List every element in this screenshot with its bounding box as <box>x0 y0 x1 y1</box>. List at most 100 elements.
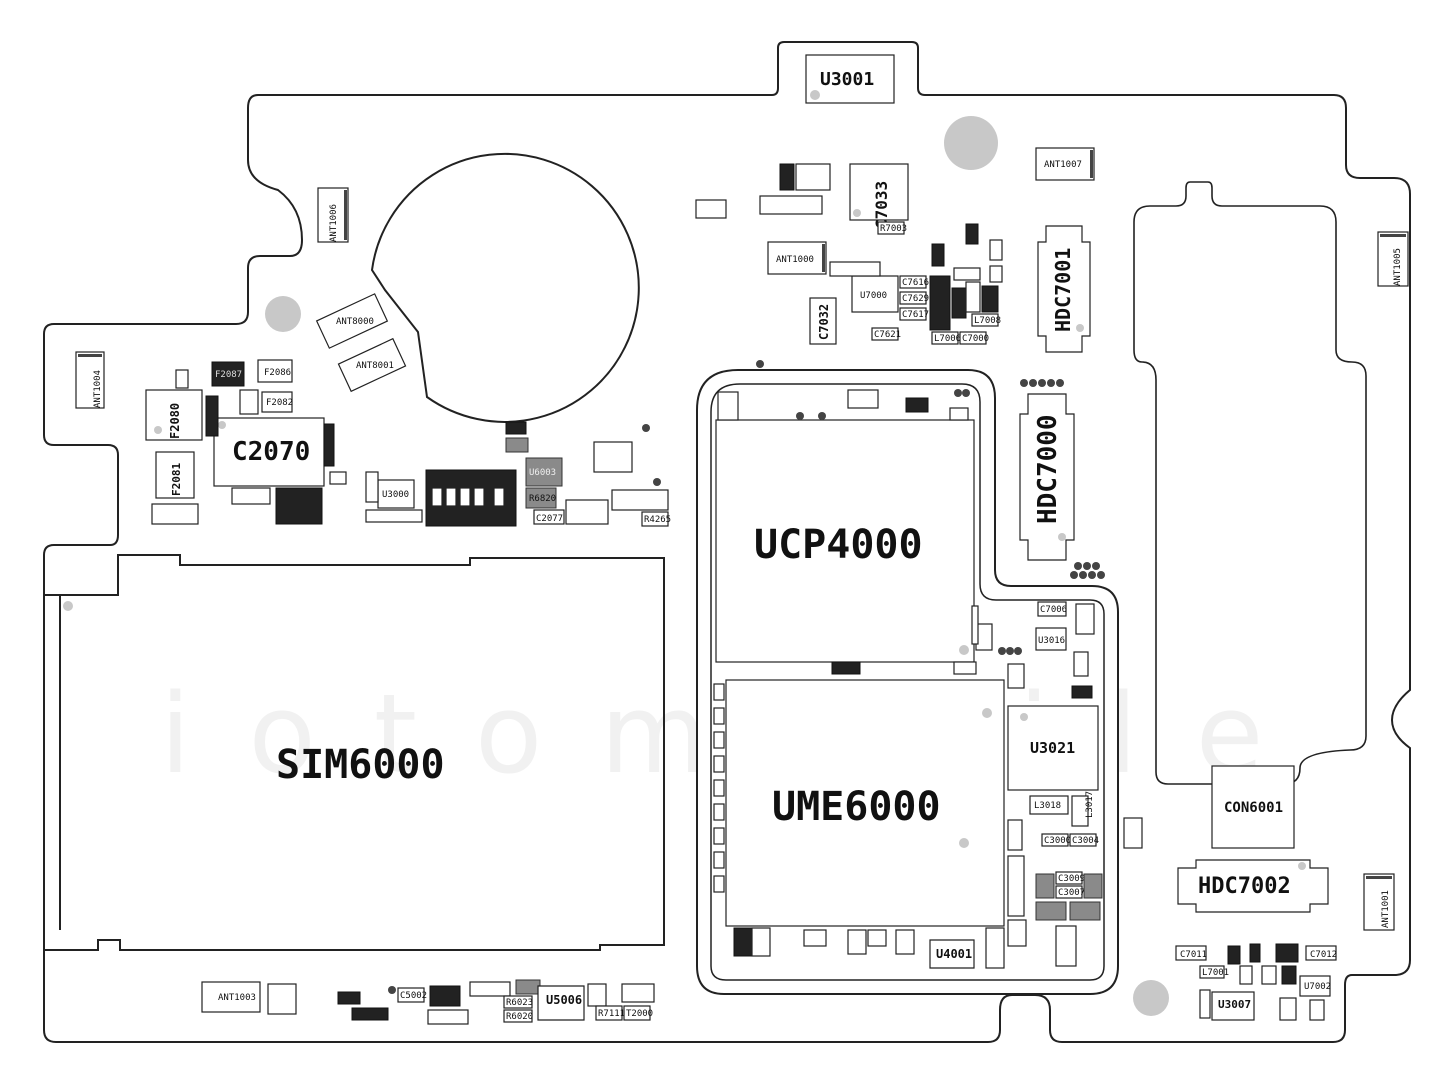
test-point <box>1006 647 1014 655</box>
pin1-dot <box>63 601 73 611</box>
smd-part <box>803 929 827 947</box>
svg-text:ANT1005: ANT1005 <box>1393 248 1403 286</box>
c3007-label: C3007 <box>1058 888 1085 898</box>
pin1-dot <box>959 838 969 848</box>
smd-part <box>267 983 297 1015</box>
mount-hole <box>944 116 998 170</box>
c2070-part <box>213 417 325 487</box>
svg-text:ANT1004: ANT1004 <box>93 370 103 408</box>
l7008-part <box>971 313 999 327</box>
l7006-part <box>931 331 959 345</box>
sim-tray-outline <box>43 554 665 951</box>
c7617-label: C7617 <box>902 310 929 320</box>
smd-part <box>1035 901 1067 921</box>
f2080-label: F2080 <box>168 403 182 439</box>
smd-part <box>759 195 823 215</box>
smd-part <box>565 499 609 525</box>
c7000-part <box>959 331 987 345</box>
c7012-label: C7012 <box>1310 950 1337 960</box>
smd-part <box>985 927 1005 969</box>
u3001-label: U3001 <box>820 69 874 90</box>
r7111-part <box>595 1005 623 1021</box>
u7002-part <box>1299 975 1331 997</box>
u4001-part <box>929 939 975 969</box>
t2000-label: T2000 <box>626 1009 653 1019</box>
smd-part <box>867 929 887 947</box>
c7629-label: C7629 <box>902 294 929 304</box>
smd-part <box>751 927 771 957</box>
r6820-part <box>525 487 557 509</box>
l3017-part <box>1071 795 1089 827</box>
l7001-part <box>1199 965 1225 979</box>
smd-part <box>779 163 795 191</box>
pin1-dot <box>810 90 820 100</box>
r7111-label: R7111 <box>598 1009 625 1019</box>
smd-part <box>469 981 511 997</box>
smd-part <box>365 509 423 523</box>
r6023-label: R6023 <box>506 998 533 1008</box>
smd-part <box>329 471 347 485</box>
pin1-dot <box>218 421 226 429</box>
smd-part <box>429 985 461 1007</box>
svg-text:ANT8001: ANT8001 <box>356 361 394 371</box>
con6001-connector <box>1211 765 1295 849</box>
smd-part <box>505 421 527 435</box>
smd-part <box>1073 651 1089 677</box>
smd-part <box>323 423 335 467</box>
u4001-label: U4001 <box>936 947 972 961</box>
l3017-label: L3017 <box>1085 791 1095 818</box>
antenna-pad-ant1007: ANT1007 <box>1035 147 1095 181</box>
smd-part <box>949 407 969 421</box>
l7001-label: L7001 <box>1202 968 1229 978</box>
smd-array <box>425 469 517 527</box>
r4265-part <box>641 511 669 527</box>
svg-text:ANT1001: ANT1001 <box>1381 890 1391 928</box>
smd-part <box>205 395 219 437</box>
test-point <box>388 986 396 994</box>
ucp4000-chip <box>715 419 975 663</box>
c7000-label: C7000 <box>962 334 989 344</box>
c3009-label: C3009 <box>1058 874 1085 884</box>
smd-part <box>1071 685 1093 699</box>
smd-part <box>1083 873 1103 899</box>
c7012-part <box>1305 945 1337 961</box>
c7621-part <box>871 327 899 341</box>
u7000-part <box>851 275 899 313</box>
u3007-part <box>1211 991 1255 1021</box>
l7008-label: L7008 <box>974 316 1001 326</box>
svg-text:ANT1007: ANT1007 <box>1044 160 1082 170</box>
u3001-box <box>805 54 895 104</box>
antenna-pad-ant8001: ANT8001 <box>337 337 407 393</box>
smd-part <box>1055 925 1077 967</box>
mount-hole <box>265 296 301 332</box>
c7032-part <box>809 297 837 345</box>
c3004-label: C3004 <box>1072 836 1099 846</box>
hdc7000-label: HDC7000 <box>1033 414 1063 524</box>
smd-part <box>175 369 189 389</box>
smd-part <box>695 199 727 219</box>
pin1-dot <box>982 708 992 718</box>
hdc7002-label: HDC7002 <box>1198 874 1291 899</box>
t2000-part <box>623 1005 651 1021</box>
smd-part <box>971 605 979 645</box>
test-point <box>756 360 764 368</box>
test-point <box>998 647 1006 655</box>
mount-hole <box>1133 980 1169 1016</box>
u3021-label: U3021 <box>1030 739 1075 757</box>
c7629-part <box>899 291 927 305</box>
f2086-label: F2086 <box>264 368 291 378</box>
smd-part <box>621 983 655 1003</box>
smd-array <box>1199 943 1325 1021</box>
pin1-dot <box>154 426 162 434</box>
pin1-dot <box>1298 862 1306 870</box>
hdc7001-label: HDC7001 <box>1051 248 1075 332</box>
r4265-label: R4265 <box>644 515 671 525</box>
smd-column <box>713 683 1025 917</box>
c7617-part <box>899 307 927 321</box>
ucp4000-label: UCP4000 <box>754 522 923 568</box>
test-point <box>962 389 970 397</box>
u3007-label: U3007 <box>1218 998 1251 1011</box>
r7003-part <box>877 221 905 235</box>
antenna-pad-ant8000: ANT8000 <box>315 293 389 349</box>
smd-array <box>829 223 1003 331</box>
